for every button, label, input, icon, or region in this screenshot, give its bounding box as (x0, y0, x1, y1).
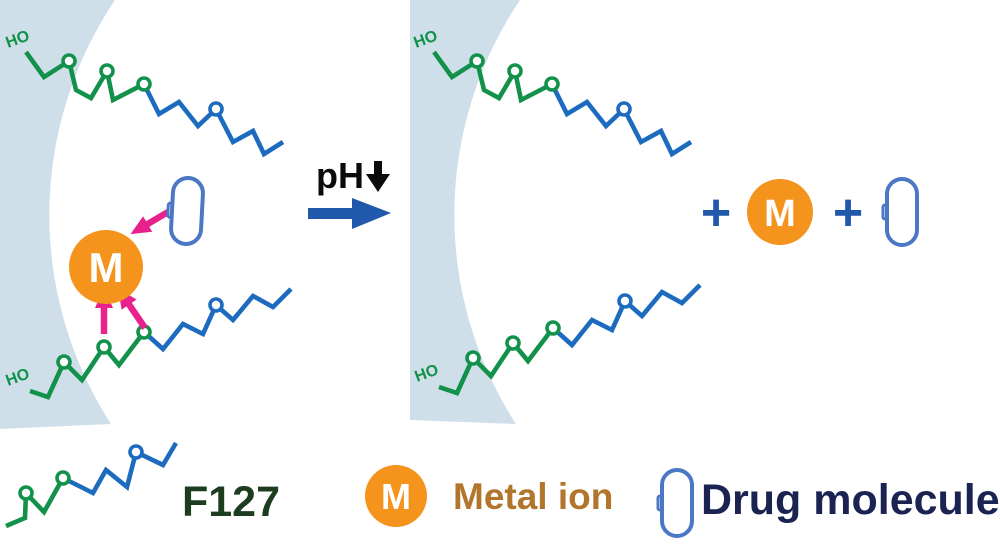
ppo-block (549, 82, 693, 158)
coordination-arrow (117, 288, 148, 330)
peo-block (432, 50, 554, 104)
oxygen-atom-icon (99, 63, 115, 79)
oxygen-atom-icon (55, 470, 71, 486)
peo-block (24, 50, 146, 104)
metal-symbol: M (764, 193, 796, 235)
metal-ion-icon (747, 179, 813, 245)
oxygen-atom-icon (208, 297, 224, 313)
metal-ion-released: M (747, 179, 813, 245)
peo-block (29, 330, 146, 400)
plus-sign: + (701, 184, 731, 242)
drug-molecule-icon (656, 468, 694, 538)
drug-molecule-icon (166, 177, 203, 245)
oxygen-atom-icon (96, 339, 112, 355)
oxygen-atom-icon (544, 76, 560, 92)
legend-f127-label: F127 (182, 478, 280, 526)
legend-f127-chain (5, 441, 178, 529)
oxygen-atom-icon (465, 350, 481, 366)
oxygen-atom-icon (507, 63, 523, 79)
legend-metal-ion-label: Metal ion (453, 476, 613, 517)
ppo-block (61, 441, 178, 497)
legend: F127 M Metal ion Drug molecule (5, 441, 1000, 538)
metal-symbol: M (381, 476, 411, 517)
oxygen-atom-icon (56, 354, 72, 370)
metal-symbol: M (89, 244, 124, 291)
f127-chain-top-left: HO (4, 28, 285, 158)
metal-ion-icon (69, 230, 143, 304)
metal-ion-icon (365, 465, 427, 527)
ph-decrease-label: pH (316, 155, 364, 196)
oxygen-atom-icon (61, 53, 77, 69)
ph-down-arrow-icon (366, 161, 390, 192)
oxygen-atom-icon (505, 335, 521, 351)
f127-chain-top-right: HO (412, 28, 693, 158)
micelle-shell-left (0, 0, 115, 429)
oxygen-atom-icon (616, 101, 632, 117)
legend-metal-ion: M (365, 465, 427, 527)
coordination-arrow (130, 209, 170, 235)
oxygen-atom-icon (208, 101, 224, 117)
peo-block (438, 326, 555, 396)
f127-chain-bottom-right: HO (413, 283, 702, 396)
reaction-arrow (308, 198, 391, 229)
peo-block (5, 476, 66, 529)
legend-drug-molecule-label: Drug molecule (701, 476, 1000, 524)
micelle-shell-right (410, 0, 520, 424)
oxygen-atom-icon (469, 53, 485, 69)
plus-sign: + (833, 184, 863, 242)
oxygen-atom-icon (617, 293, 633, 309)
drug-molecule-icon (881, 177, 919, 247)
oxygen-atom-icon (545, 320, 561, 336)
metal-ion-encapsulated: M (69, 230, 143, 304)
ppo-block (141, 82, 285, 158)
oxygen-atom-icon (128, 444, 144, 460)
oxygen-atom-icon (18, 485, 34, 501)
oxygen-atom-icon (136, 76, 152, 92)
